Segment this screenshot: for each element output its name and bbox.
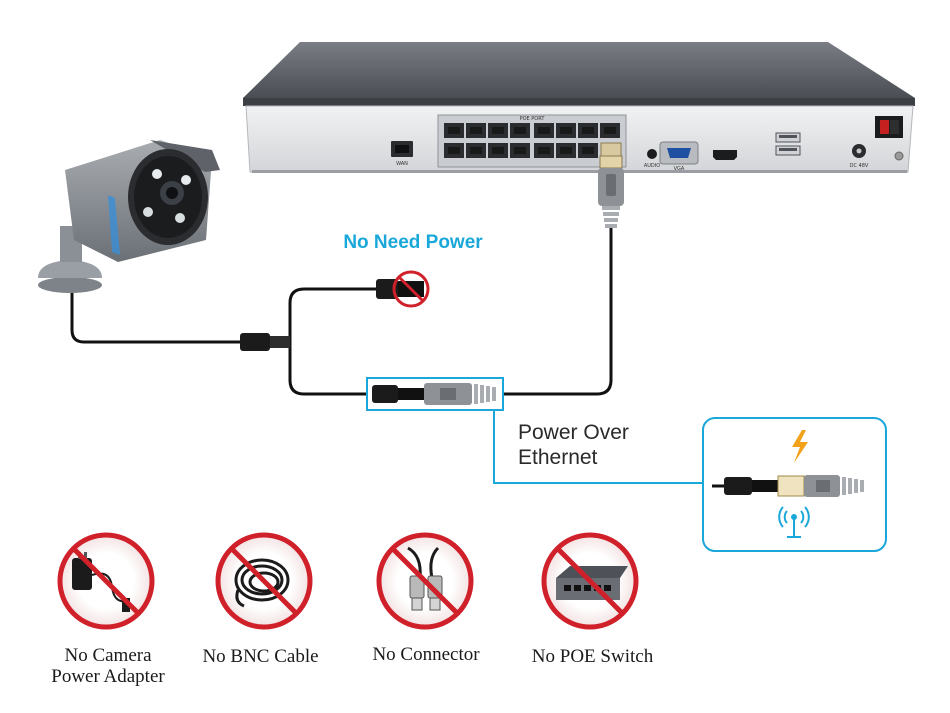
lightning-icon	[792, 430, 808, 463]
poe-label-line1: Power Over	[518, 421, 629, 444]
cables	[70, 228, 613, 396]
nvr-recorder	[243, 42, 915, 173]
audio-jack	[647, 149, 657, 159]
no-power-adapter-sign	[57, 532, 155, 630]
poe-port-label: POE PORT	[519, 116, 545, 122]
callout-line	[493, 410, 703, 484]
ethernet-branch-cable	[288, 342, 370, 396]
bnc-connector-icon	[407, 546, 443, 611]
dc-in-port	[852, 144, 866, 158]
bullet-camera	[38, 140, 220, 293]
rj45-coupling	[366, 377, 504, 411]
no-poe-switch-sign	[541, 532, 639, 630]
caption-no-bnc-cable: No BNC Cable	[202, 646, 319, 667]
wan-port	[391, 141, 413, 157]
poe-label-line2: Ethernet	[518, 446, 598, 469]
poe-callout-box	[702, 417, 887, 552]
usb-ports	[775, 132, 801, 156]
wan-label: WAN	[396, 161, 408, 167]
caption-no-connector: No Connector	[372, 644, 480, 665]
no-connector-sign	[376, 532, 474, 630]
no-need-power-label: No Need Power	[343, 232, 483, 253]
ground-screw	[894, 151, 904, 161]
caption-line: Power Adapter	[51, 666, 165, 687]
vga-label: VGA	[673, 166, 685, 172]
camera-cable	[70, 292, 240, 344]
power-over-ethernet-label: Power Over Ethernet	[518, 420, 698, 470]
no-bnc-cable-sign	[215, 532, 313, 630]
hdmi-port	[713, 150, 737, 160]
poe-port-block	[437, 114, 627, 168]
vga-port	[659, 141, 699, 165]
pigtail-connector	[240, 333, 290, 351]
caption-no-power-adapter: No Camera Power Adapter	[28, 645, 188, 687]
dc-connector-unused	[376, 270, 430, 308]
nvr-ethernet-plug	[598, 155, 624, 228]
dc-in-label: DC 48V	[849, 163, 869, 169]
dc-branch-cable	[288, 287, 376, 342]
audio-label: AUDIO	[643, 163, 661, 169]
caption-line: No Camera	[64, 645, 152, 666]
signal-tower-icon	[778, 506, 810, 538]
bnc-cable-icon	[234, 558, 290, 608]
callout-rj45	[712, 475, 864, 497]
ethernet-cable-nvr	[503, 228, 613, 396]
caption-no-poe-switch: No POE Switch	[531, 646, 654, 667]
power-switch	[875, 116, 903, 138]
